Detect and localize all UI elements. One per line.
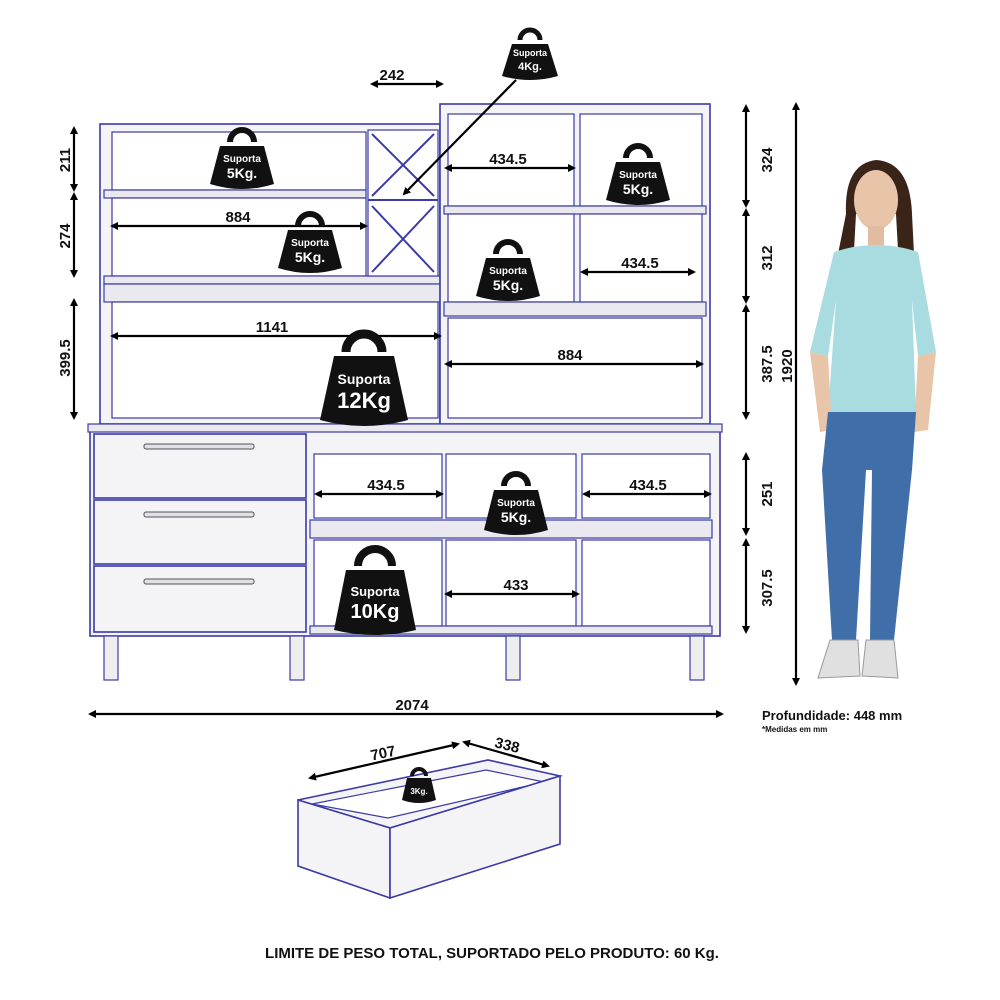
svg-text:4Kg.: 4Kg. (518, 61, 542, 73)
svg-text:Suporta: Suporta (619, 170, 657, 181)
svg-text:Suporta: Suporta (291, 238, 329, 249)
dim-right-height-312: 312 (759, 245, 776, 270)
dim-right-width-mid: 434.5 (621, 255, 659, 272)
dim-width-1141: 1141 (256, 319, 289, 336)
leg (289, 635, 305, 681)
svg-text:Suporta: Suporta (350, 584, 400, 599)
dim-lower-height-307: 307.5 (759, 569, 776, 607)
weight-icon-big-center: Suporta 12Kg (320, 329, 408, 426)
weight-icon-wine-rack: Suporta 4Kg. (502, 27, 558, 80)
dim-right-height-387: 387.5 (759, 345, 776, 383)
upper-right-module (439, 103, 711, 425)
depth-note: Profundidade: 448 mm (762, 708, 902, 723)
leg (505, 635, 521, 681)
dim-right-height-324: 324 (759, 147, 776, 173)
drawer-front-2 (93, 499, 307, 565)
svg-text:5Kg.: 5Kg. (501, 509, 531, 525)
dim-left-width-884: 884 (225, 209, 251, 226)
dim-right-width-top: 434.5 (489, 151, 527, 168)
dim-top-shelf-height: 211 (57, 148, 74, 172)
units-note: *Medidas em mm (762, 725, 827, 734)
weight-icon-top-right: Suporta 5Kg. (606, 143, 670, 205)
drawer-handle-3 (143, 578, 255, 585)
dim-left-height: 399.5 (57, 339, 74, 377)
svg-text:Suporta: Suporta (513, 48, 548, 58)
drawer-handle-2 (143, 511, 255, 518)
person-scale-reference (810, 160, 936, 679)
weight-icon-lower-center: Suporta 5Kg. (484, 471, 548, 535)
svg-text:3Kg.: 3Kg. (410, 787, 427, 796)
drawer-handle-1 (143, 443, 255, 450)
svg-text:5Kg.: 5Kg. (623, 181, 653, 197)
weight-icon-second-left: Suporta 5Kg. (278, 211, 342, 273)
dim-drawer-width: 707 (369, 743, 397, 765)
svg-text:5Kg.: 5Kg. (227, 165, 257, 181)
svg-text:Suporta: Suporta (489, 266, 527, 277)
drawer-front-3 (93, 565, 307, 633)
total-weight-limit: LIMITE DE PESO TOTAL, SUPORTADO PELO PRO… (265, 945, 719, 962)
weight-icon-mid-right: Suporta 5Kg. (476, 239, 540, 301)
svg-text:5Kg.: 5Kg. (295, 249, 325, 265)
dim-second-shelf-height: 274 (57, 223, 74, 249)
dim-lower-width-left: 434.5 (367, 477, 405, 494)
dim-total-height: 1920 (779, 349, 796, 382)
svg-text:12Kg: 12Kg (337, 388, 391, 413)
dim-lower-width-right: 434.5 (629, 477, 667, 494)
weight-icon-drawer: 3Kg. (402, 767, 436, 803)
dim-total-width: 2074 (395, 697, 429, 714)
svg-text:10Kg: 10Kg (351, 601, 400, 623)
lower-cabinet (87, 423, 723, 681)
svg-text:Suporta: Suporta (497, 498, 535, 509)
dim-drawer-depth: 338 (493, 734, 521, 757)
dim-lower-width-433: 433 (503, 577, 528, 594)
leg (103, 635, 119, 681)
weight-icon-top-left: Suporta 5Kg. (210, 127, 274, 189)
dim-top-width: 242 (379, 67, 404, 84)
dim-lower-height-251: 251 (759, 481, 776, 506)
weight-icon-lower-left: Suporta 10Kg (334, 545, 416, 635)
svg-text:Suporta: Suporta (338, 371, 391, 387)
dim-right-width-884: 884 (557, 347, 583, 364)
leg (689, 635, 705, 681)
svg-text:Suporta: Suporta (223, 154, 261, 165)
svg-text:5Kg.: 5Kg. (493, 277, 523, 293)
